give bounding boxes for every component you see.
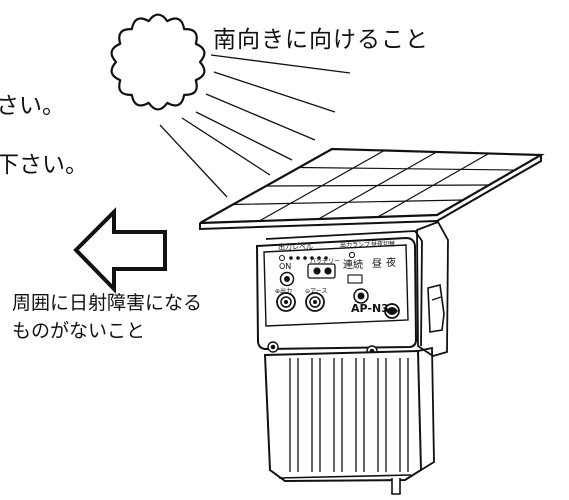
on-switch[interactable] [279,271,295,287]
housing-rib [355,358,365,472]
output-terminal-label: ⊕出力 [275,288,293,295]
earth-terminal-label: ⊖アース [305,288,328,295]
day-night-switch-label: 昼夜切替 [371,241,396,248]
panel-cell-divider [377,152,490,218]
arrow-left-icon [73,207,167,294]
mode-day-label: 昼 [372,259,382,270]
brand-logo [384,303,400,319]
housing-rib [377,358,387,472]
housing-rib [289,358,299,472]
mode-night-label: 夜 [386,258,396,269]
model-label: AP-N3 [351,302,389,315]
housing-rib [333,358,343,472]
mode-selector-knob[interactable] [347,274,369,304]
sun-rays [159,54,351,198]
output-level-label: 出力レベル [278,243,313,251]
output-lamp [348,251,356,259]
south-facing-caption: 南向きに向けること [213,27,429,53]
level-lamps [279,255,328,261]
mode-continuous-label: 連続 [343,260,363,271]
battery-label: バッテリー [310,258,341,265]
clearance-caption-line-2: ものがないこと [12,320,146,342]
solar-panel [199,147,545,231]
panel-cell-divider [318,151,437,220]
sun-icon [110,13,206,111]
panel-cell-divider [298,166,516,171]
output-terminal[interactable] [276,292,296,312]
battery-terminal[interactable] [307,263,336,279]
output-lamp-label: 出力ランプ [340,242,370,249]
clearance-caption-line-1: 周囲に日射障害になる [12,292,203,314]
housing-rib [399,358,409,472]
cropped-caption-1: さい。 [0,93,65,119]
earth-terminal[interactable] [305,292,325,312]
cropped-caption-2: 下さい。 [0,152,88,178]
on-label: ON [279,262,292,271]
fence-energizer-body [255,220,449,495]
housing-rib [311,358,321,472]
